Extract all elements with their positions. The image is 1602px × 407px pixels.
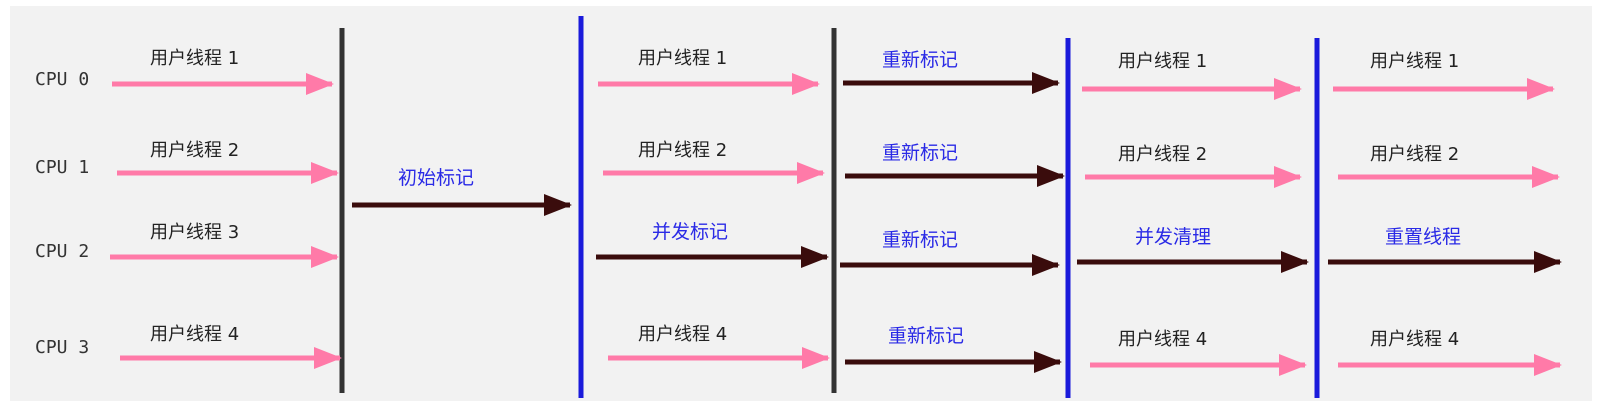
cpu-label: CPU 1 xyxy=(35,157,89,178)
phase-label-remark: 重新标记 xyxy=(882,142,958,164)
user-thread-label: 用户线程 2 xyxy=(1370,144,1459,165)
phase-label-remark: 重新标记 xyxy=(882,229,958,251)
cpu-label: CPU 2 xyxy=(35,241,89,262)
diagram-panel xyxy=(10,6,1592,401)
user-thread-label: 用户线程 3 xyxy=(150,222,239,243)
phase-label-remark: 重新标记 xyxy=(888,325,964,347)
phase-label-initial-mark: 初始标记 xyxy=(398,167,474,189)
user-thread-label: 用户线程 2 xyxy=(1118,144,1207,165)
cpu-label: CPU 0 xyxy=(35,69,89,90)
phase-label-concurrent-mark: 并发标记 xyxy=(652,221,728,243)
user-thread-label: 用户线程 1 xyxy=(1118,51,1207,72)
phase-label-remark: 重新标记 xyxy=(882,49,958,71)
user-thread-label: 用户线程 4 xyxy=(1370,329,1459,350)
user-thread-label: 用户线程 2 xyxy=(638,140,727,161)
phase-label-reset-threads: 重置线程 xyxy=(1385,226,1461,248)
user-thread-label: 用户线程 1 xyxy=(638,48,727,69)
user-thread-label: 用户线程 2 xyxy=(150,140,239,161)
user-thread-label: 用户线程 4 xyxy=(150,324,239,345)
user-thread-label: 用户线程 1 xyxy=(150,48,239,69)
cpu-label: CPU 3 xyxy=(35,337,89,358)
user-thread-label: 用户线程 1 xyxy=(1370,51,1459,72)
phase-label-concurrent-sweep: 并发清理 xyxy=(1135,226,1211,248)
user-thread-label: 用户线程 4 xyxy=(1118,329,1207,350)
user-thread-label: 用户线程 4 xyxy=(638,324,727,345)
